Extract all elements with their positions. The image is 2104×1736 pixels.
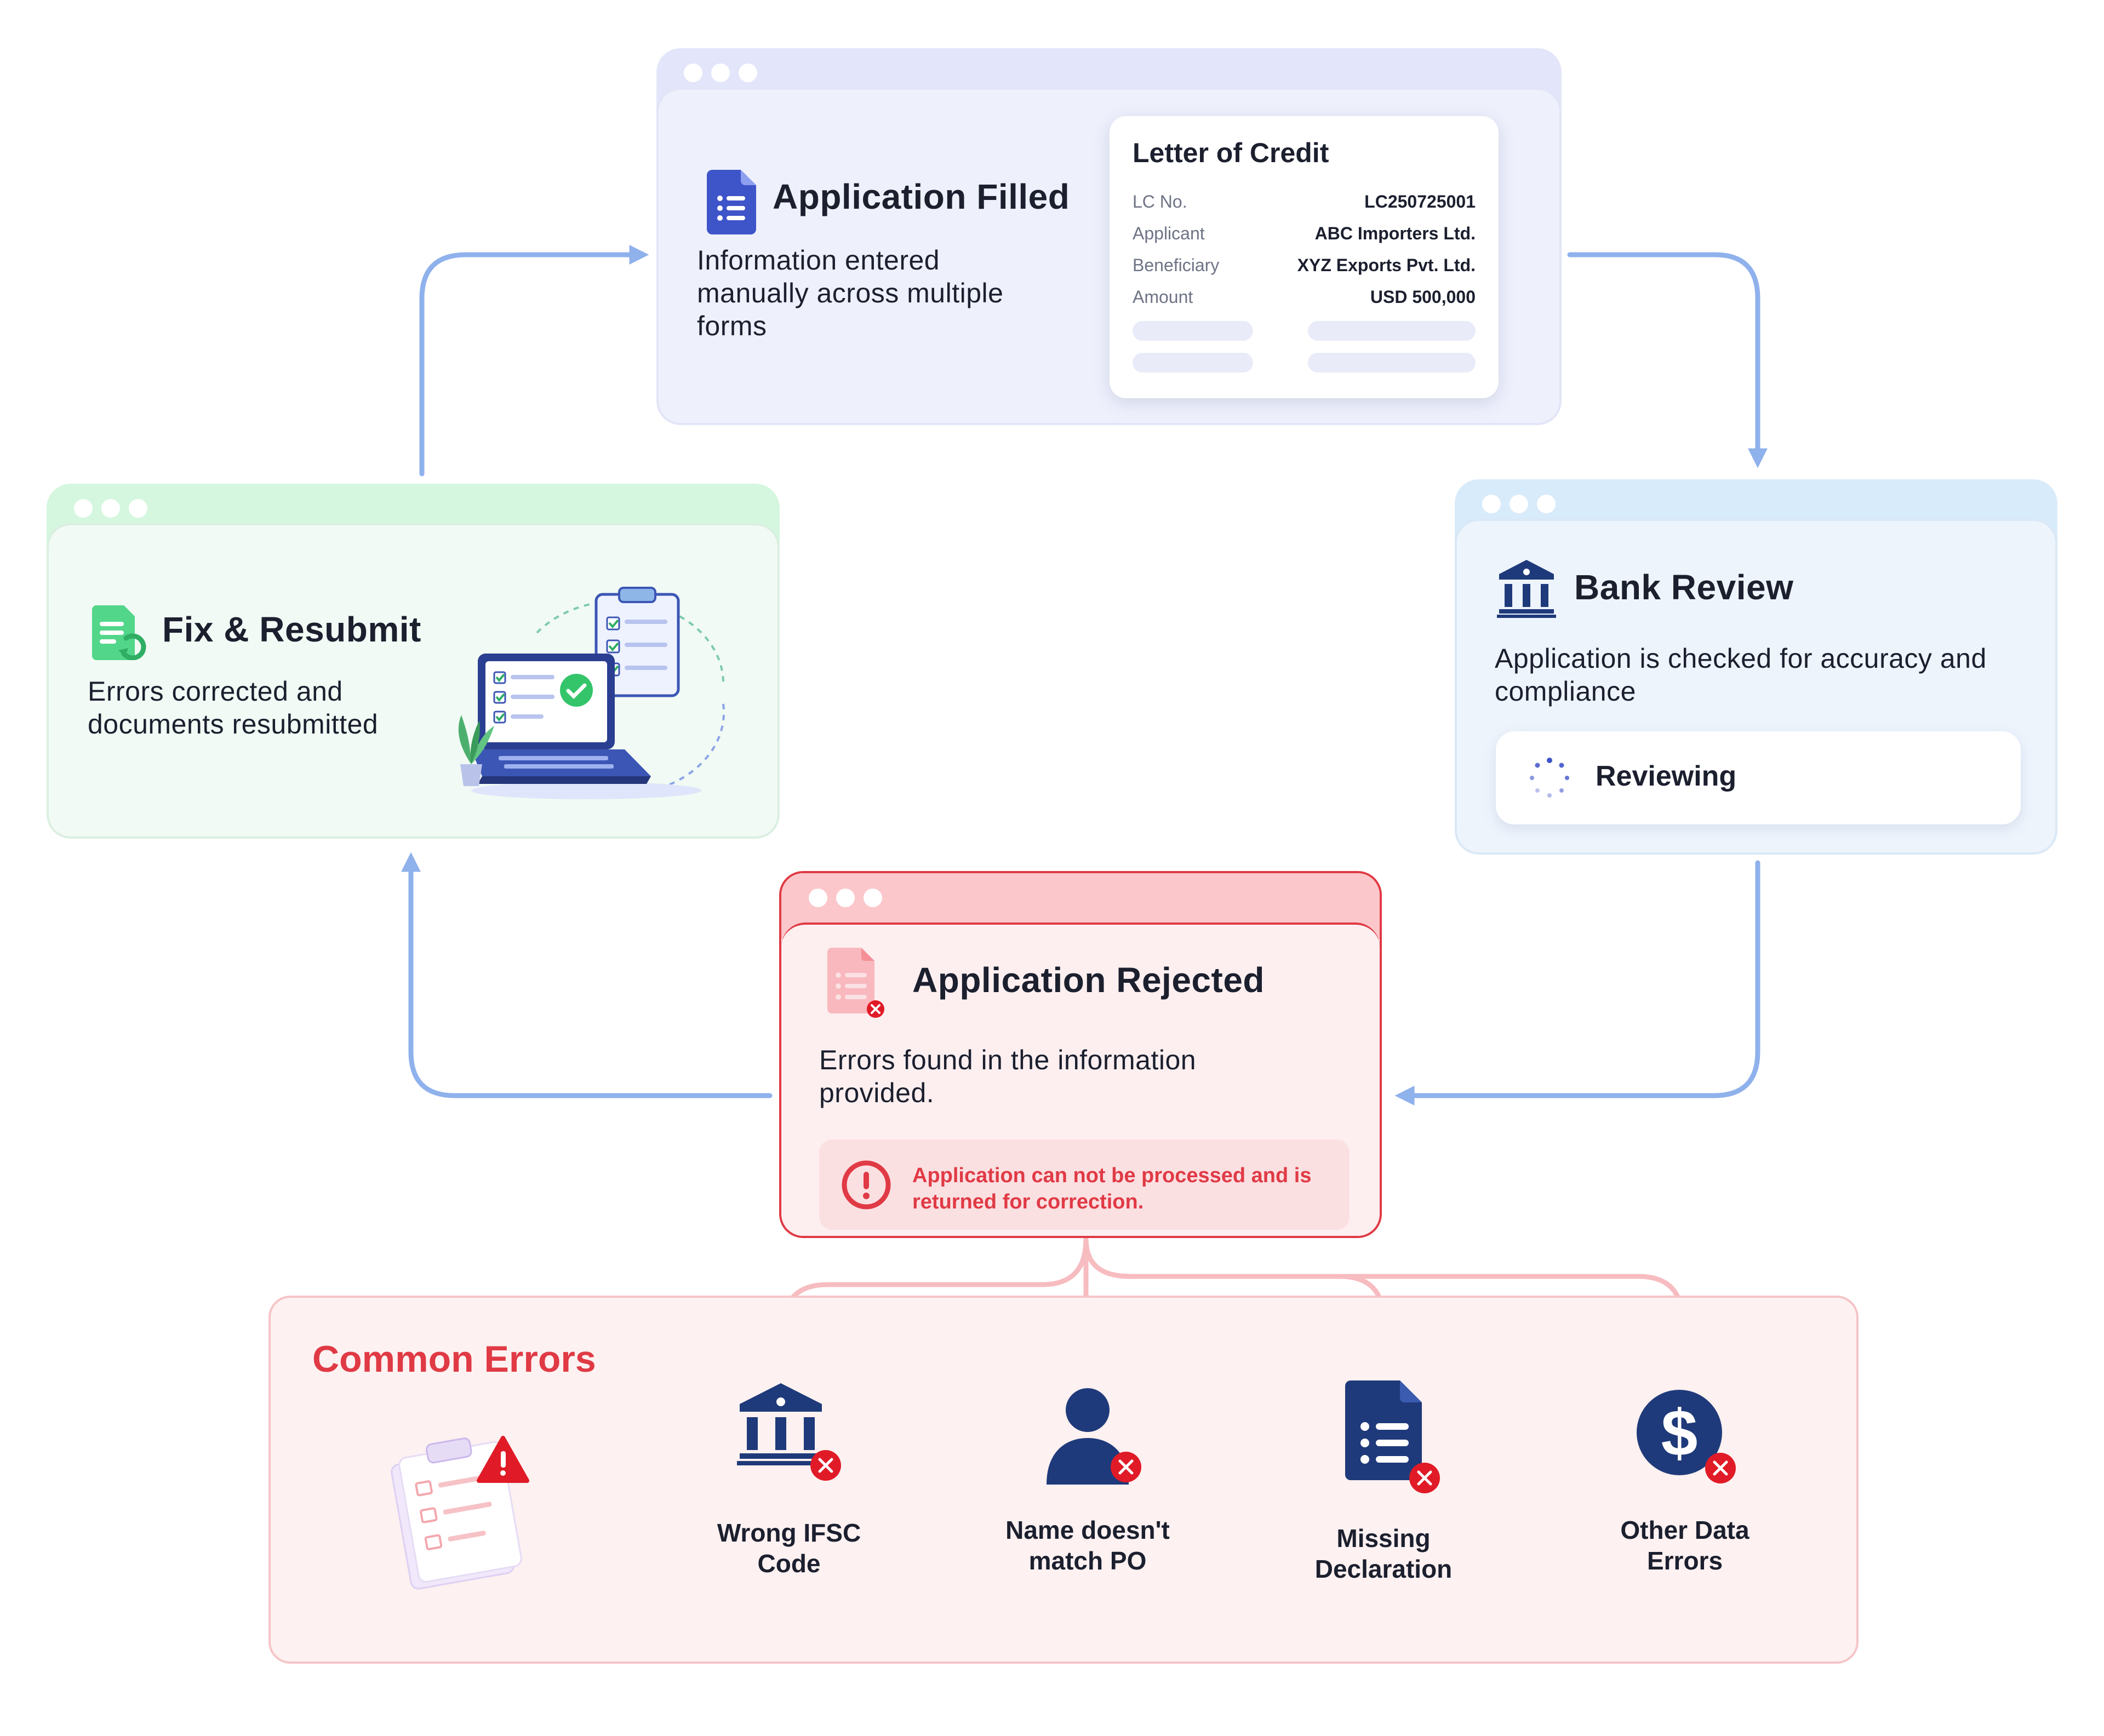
error-label-name: Name doesn't match PO (1005, 1516, 1170, 1575)
placeholder-bar (1133, 321, 1253, 341)
lc-label: Beneficiary (1133, 255, 1220, 275)
form-document-icon (707, 170, 756, 234)
filled-description: Information entered manually across mult… (697, 245, 1004, 341)
warning-circle-icon (842, 1160, 891, 1210)
lc-row: Beneficiary XYZ Exports Pvt. Ltd. (1133, 255, 1476, 277)
alert-message: Application can not be processed and is … (912, 1164, 1312, 1213)
document-error-icon (1345, 1380, 1440, 1493)
rejected-title: Application Rejected (912, 960, 1265, 1000)
dollar-error-icon: $ (1637, 1390, 1736, 1483)
fix-title: Fix & Resubmit (162, 610, 421, 649)
arrow-rejected-to-fix (401, 852, 773, 1098)
svg-text:$: $ (1661, 1396, 1698, 1470)
filled-title: Application Filled (773, 177, 1070, 216)
arrow-fix-to-filled (419, 245, 649, 477)
error-label-ifsc: Wrong IFSC Code (717, 1519, 861, 1578)
arrow-filled-to-bank (1567, 252, 1768, 468)
bank-error-icon (737, 1383, 841, 1481)
placeholder-bar (1133, 353, 1253, 373)
window-dots (1482, 495, 1556, 513)
clipboard-warning-illustration (391, 1436, 529, 1590)
lc-row: Applicant ABC Importers Ltd. (1133, 224, 1476, 245)
rejected-document-icon (827, 948, 884, 1018)
lc-value: USD 500,000 (1370, 287, 1476, 307)
rejection-alert: Application can not be processed and is … (819, 1139, 1350, 1230)
window-dots (684, 64, 757, 82)
lc-row: Amount USD 500,000 (1133, 287, 1476, 309)
error-label-declaration: Missing Declaration (1314, 1524, 1453, 1583)
lc-title: Letter of Credit (1133, 137, 1329, 168)
fix-description: Errors corrected and documents resubmitt… (88, 676, 379, 740)
lc-label: LC No. (1133, 192, 1187, 211)
laptop-checklist-illustration (458, 587, 725, 799)
bank-title: Bank Review (1574, 568, 1794, 607)
window-dots (809, 889, 882, 907)
letter-of-credit-panel: Letter of Credit LC No. LC250725001 Appl… (1110, 116, 1499, 398)
reviewing-status: Reviewing (1496, 731, 2021, 824)
common-errors-heading: Common Errors (312, 1338, 596, 1380)
bank-icon (1497, 560, 1556, 618)
arrow-bank-to-rejected (1394, 860, 1760, 1105)
error-label-other: Other Data Errors (1620, 1516, 1749, 1575)
window-dots (74, 499, 147, 518)
resubmit-document-icon (92, 605, 146, 660)
spinner-icon (1530, 758, 1569, 798)
reviewing-label: Reviewing (1596, 760, 1737, 792)
lc-label: Amount (1133, 287, 1193, 307)
lc-value: ABC Importers Ltd. (1314, 224, 1476, 243)
rejected-description: Errors found in the information provided… (819, 1045, 1197, 1108)
placeholder-bar (1308, 353, 1476, 373)
user-error-icon (1047, 1388, 1141, 1485)
placeholder-bar (1308, 321, 1476, 341)
lc-value: LC250725001 (1364, 192, 1476, 211)
bank-description: Application is checked for accuracy and … (1495, 643, 1987, 707)
lc-value: XYZ Exports Pvt. Ltd. (1297, 255, 1476, 275)
lc-row: LC No. LC250725001 (1133, 192, 1476, 214)
lc-label: Applicant (1133, 224, 1205, 243)
